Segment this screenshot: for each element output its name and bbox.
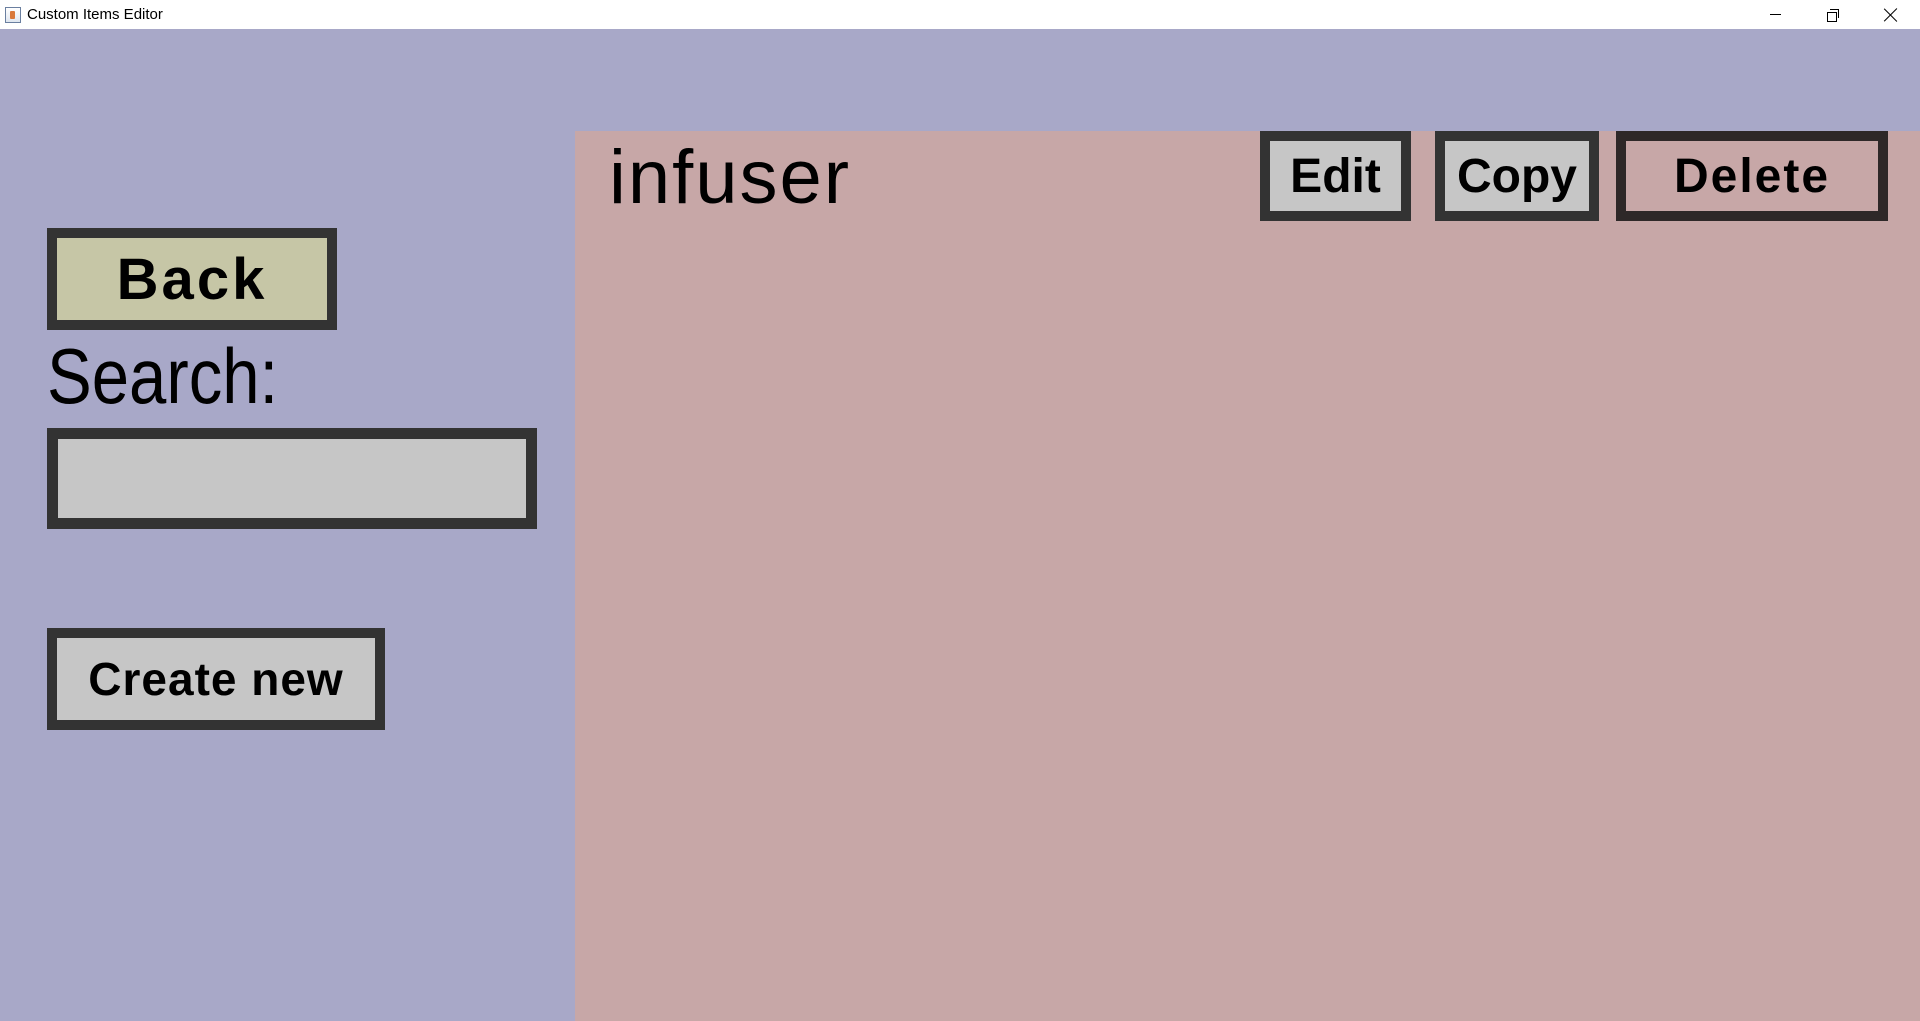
minimize-icon: [1769, 14, 1781, 15]
search-label: Search:: [47, 332, 279, 420]
title-bar: Custom Items Editor: [0, 0, 1920, 29]
java-app-icon: [5, 6, 21, 23]
create-new-button[interactable]: Create new: [47, 628, 385, 730]
item-list-panel: infuser Edit Copy Delete: [575, 131, 1920, 1021]
edit-button[interactable]: Edit: [1260, 131, 1411, 221]
close-icon: [1884, 8, 1898, 22]
close-button[interactable]: [1862, 0, 1920, 29]
window-title: Custom Items Editor: [27, 6, 163, 23]
minimize-button[interactable]: [1746, 0, 1804, 29]
copy-button[interactable]: Copy: [1435, 131, 1599, 221]
restore-button[interactable]: [1804, 0, 1862, 29]
restore-icon: [1827, 8, 1839, 22]
item-name: infuser: [609, 135, 852, 220]
window-controls: [1746, 0, 1920, 29]
search-input[interactable]: [47, 428, 537, 529]
delete-button[interactable]: Delete: [1616, 131, 1888, 221]
back-button[interactable]: Back: [47, 228, 337, 330]
